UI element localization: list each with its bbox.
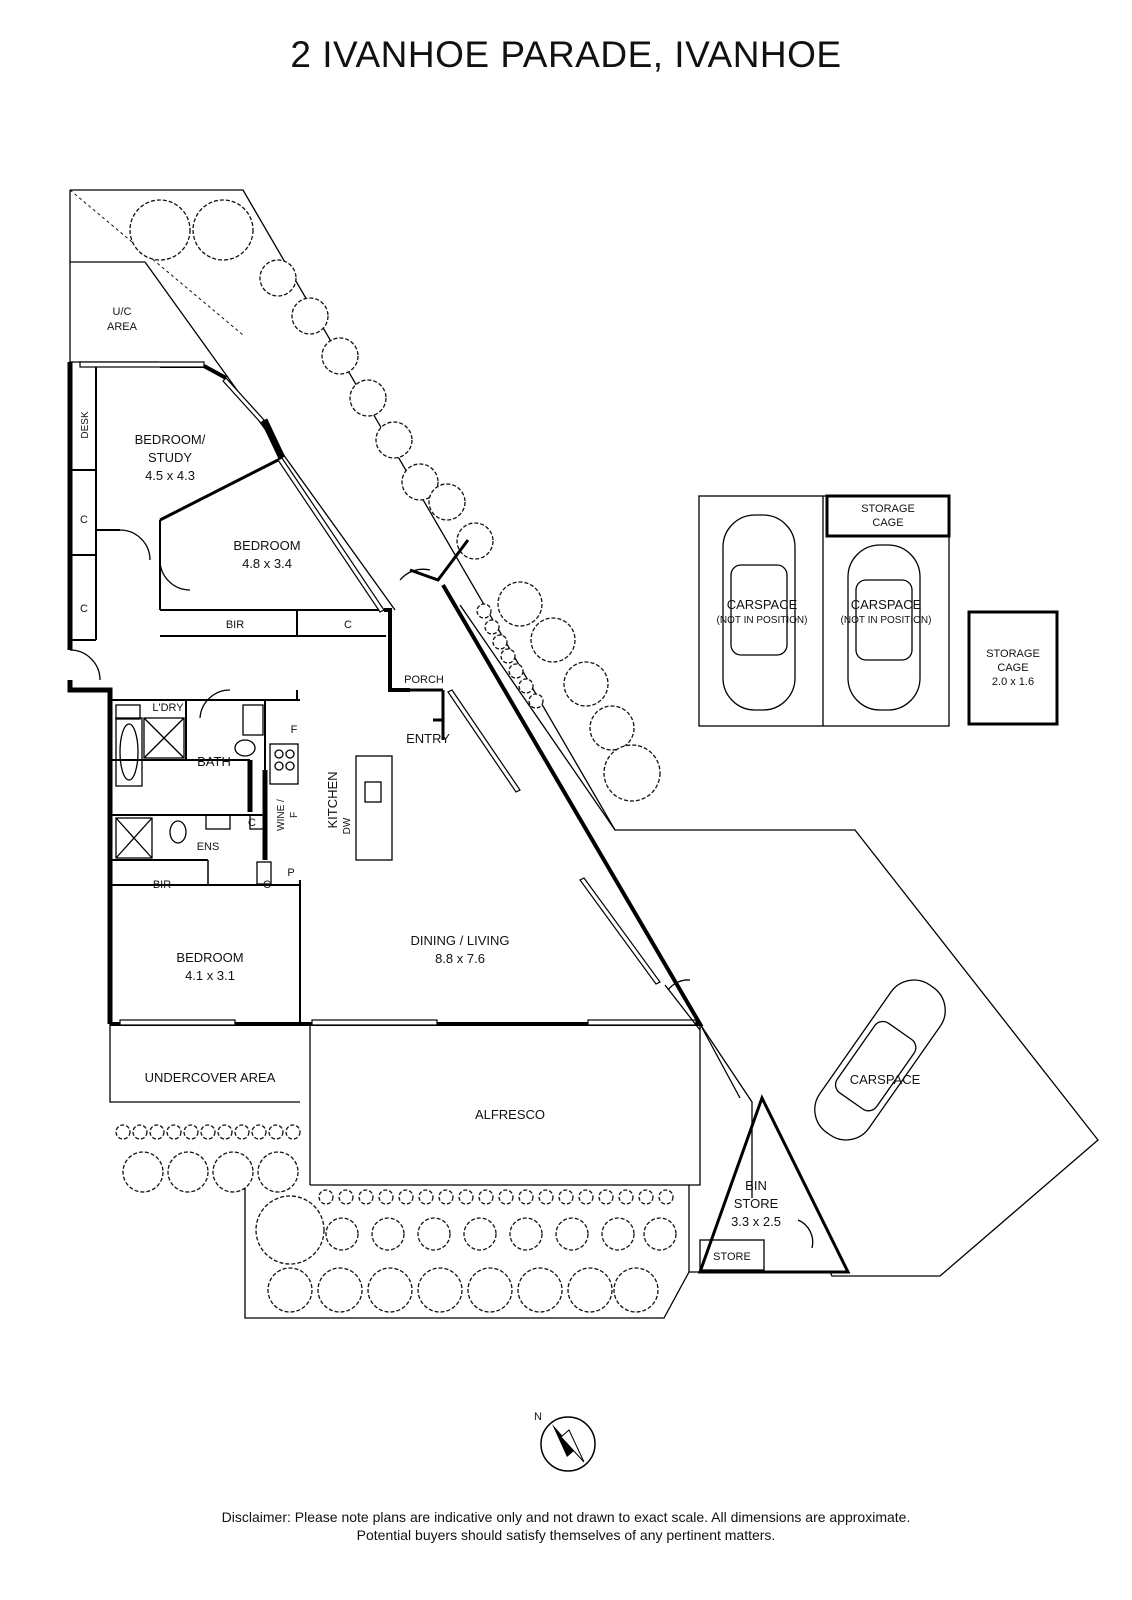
closet-top-label: C [344,619,352,631]
plan-title: 2 IVANHOE PARADE, IVANHOE [290,34,842,75]
bir-top-label: BIR [226,619,244,631]
door-swings [69,529,691,991]
parking-labels: STORAGE CAGE CARSPACE (NOT IN POSITION) … [717,503,1040,688]
porch-label: PORCH [404,674,444,686]
pantry-label: P [287,867,294,879]
bedroom2-label: BEDROOM [233,538,300,553]
carspace-b-label: CARSPACE [851,597,922,612]
laundry-label: L'DRY [152,702,184,714]
bin-store-dimensions: 3.3 x 2.5 [731,1214,781,1229]
storage-cage-top-label-2: CAGE [872,517,903,529]
closet-label-left-1: C [80,514,88,526]
bedroom2-dimensions: 4.8 x 3.4 [242,556,292,571]
undercover-area-label: UNDERCOVER AREA [145,1070,276,1085]
uc-area-label-1: U/C [113,306,132,318]
car-outline-main [814,979,946,1141]
storage-cage-top-label-1: STORAGE [861,503,915,515]
bath-label: BATH [197,754,231,769]
bedroom3-label: BEDROOM [176,950,243,965]
fixtures [115,704,393,885]
compass-north-label: N [534,1411,542,1423]
storage-cage-side-dimensions: 2.0 x 1.6 [992,676,1034,688]
uc-area-label-2: AREA [107,321,138,333]
carspace-main-label: CARSPACE [850,1072,921,1087]
wine-fridge-label-1: WINE / [276,799,287,831]
alfresco-label: ALFRESCO [475,1107,545,1122]
windows [79,361,697,1026]
parking-block [698,494,1059,727]
room-labels: U/C AREA DESK C C BEDROOM/ STUDY 4.5 x 4… [80,306,921,1263]
bedroom-study-dimensions: 4.5 x 4.3 [145,468,195,483]
disclaimer-line-1: Disclaimer: Please note plans are indica… [221,1509,911,1525]
disclaimer-line-2: Potential buyers should satisfy themselv… [356,1527,776,1543]
bin-store-label-2: STORE [734,1196,779,1211]
dishwasher-label: DW [342,817,353,834]
dining-living-label: DINING / LIVING [411,933,510,948]
bedroom-study-label-1: BEDROOM/ [135,432,206,447]
bin-store-label-1: BIN [745,1178,767,1193]
outdoor-areas [109,984,851,1319]
kitchen-label: KITCHEN [325,771,340,828]
compass-icon: N [534,1411,596,1472]
closet-label-left-2: C [80,603,88,615]
wine-fridge-label-2: F [289,812,300,818]
entry-label: ENTRY [406,731,450,746]
ensuite-label: ENS [197,841,220,853]
carspace-a-label: CARSPACE [727,597,798,612]
site-boundary [69,189,1099,1277]
desk-label: DESK [80,411,91,439]
trees-top [129,199,661,802]
store-label: STORE [713,1251,751,1263]
storage-cage-side-label-1: STORAGE [986,648,1040,660]
storage-cage-side-label-2: CAGE [997,662,1028,674]
trees-bottom [115,1124,677,1313]
bedroom-study-label-2: STUDY [148,450,192,465]
disclaimer: Disclaimer: Please note plans are indica… [0,1508,1132,1544]
carspace-b-note: (NOT IN POSITION) [841,615,932,626]
closet-small-label: C [263,879,271,891]
closet-ens-label: C [248,817,256,829]
dining-living-dimensions: 8.8 x 7.6 [435,951,485,966]
bir-bottom-label: BIR [153,879,171,891]
fridge-label: F [291,724,298,736]
carspace-a-note: (NOT IN POSITION) [717,615,808,626]
bedroom3-dimensions: 4.1 x 3.1 [185,968,235,983]
